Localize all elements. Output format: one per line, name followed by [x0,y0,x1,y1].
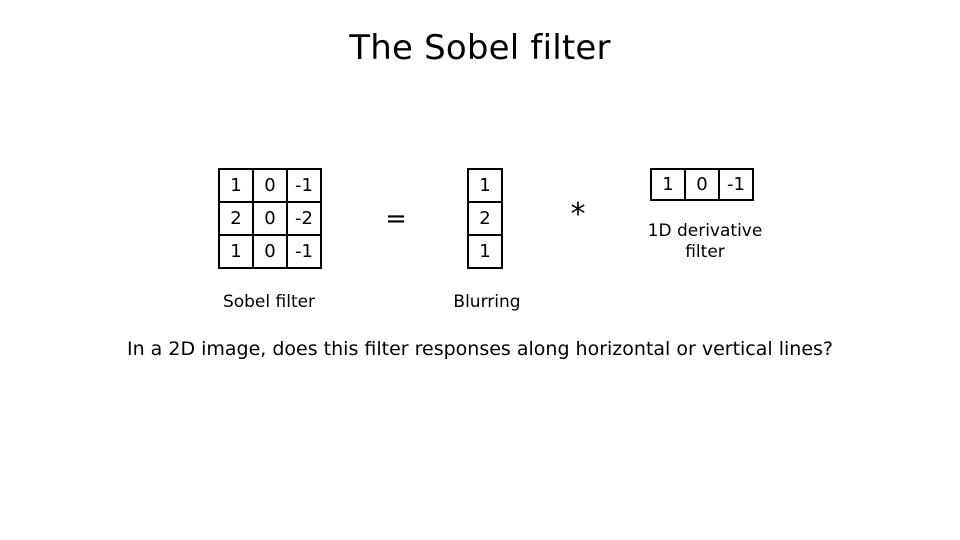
derivative-matrix-grid: 1 0 -1 [650,168,754,201]
sobel-matrix-caption: Sobel filter [222,292,316,312]
derivative-cell-r0c2: -1 [718,168,754,201]
slide-question-text: In a 2D image, does this filter response… [126,338,833,360]
table-row: 1 0 -1 [218,234,322,269]
blurring-matrix-caption: Blurring [453,292,521,312]
sobel-cell-r0c0: 1 [218,168,254,203]
table-row: 1 0 -1 [650,168,754,201]
equals-operator: = [385,204,407,234]
table-row: 2 [467,201,503,236]
sobel-cell-r0c1: 0 [252,168,288,203]
blurring-cell-r2c0: 1 [467,234,503,269]
blurring-cell-r0c0: 1 [467,168,503,203]
blurring-cell-r1c0: 2 [467,201,503,236]
blurring-matrix: 1 2 1 [467,168,503,269]
derivative-cell-r0c0: 1 [650,168,686,201]
convolution-operator: * [570,197,586,232]
blurring-matrix-grid: 1 2 1 [467,168,503,269]
table-row: 1 [467,168,503,203]
sobel-matrix-grid: 1 0 -1 2 0 -2 1 0 -1 [218,168,322,269]
sobel-separability-equation: 1 0 -1 2 0 -2 1 0 -1 = 1 2 [0,168,960,318]
sobel-cell-r2c1: 0 [252,234,288,269]
page-title: The Sobel filter [349,28,611,68]
sobel-matrix: 1 0 -1 2 0 -2 1 0 -1 [218,168,322,269]
derivative-cell-r0c1: 0 [684,168,720,201]
sobel-cell-r2c2: -1 [286,234,322,269]
sobel-cell-r0c2: -1 [286,168,322,203]
table-row: 1 [467,234,503,269]
sobel-cell-r1c1: 0 [252,201,288,236]
table-row: 1 0 -1 [218,168,322,203]
sobel-cell-r2c0: 1 [218,234,254,269]
derivative-matrix: 1 0 -1 [650,168,754,201]
sobel-cell-r1c0: 2 [218,201,254,236]
table-row: 2 0 -2 [218,201,322,236]
derivative-matrix-caption: 1D derivative filter [647,221,763,263]
sobel-cell-r1c2: -2 [286,201,322,236]
